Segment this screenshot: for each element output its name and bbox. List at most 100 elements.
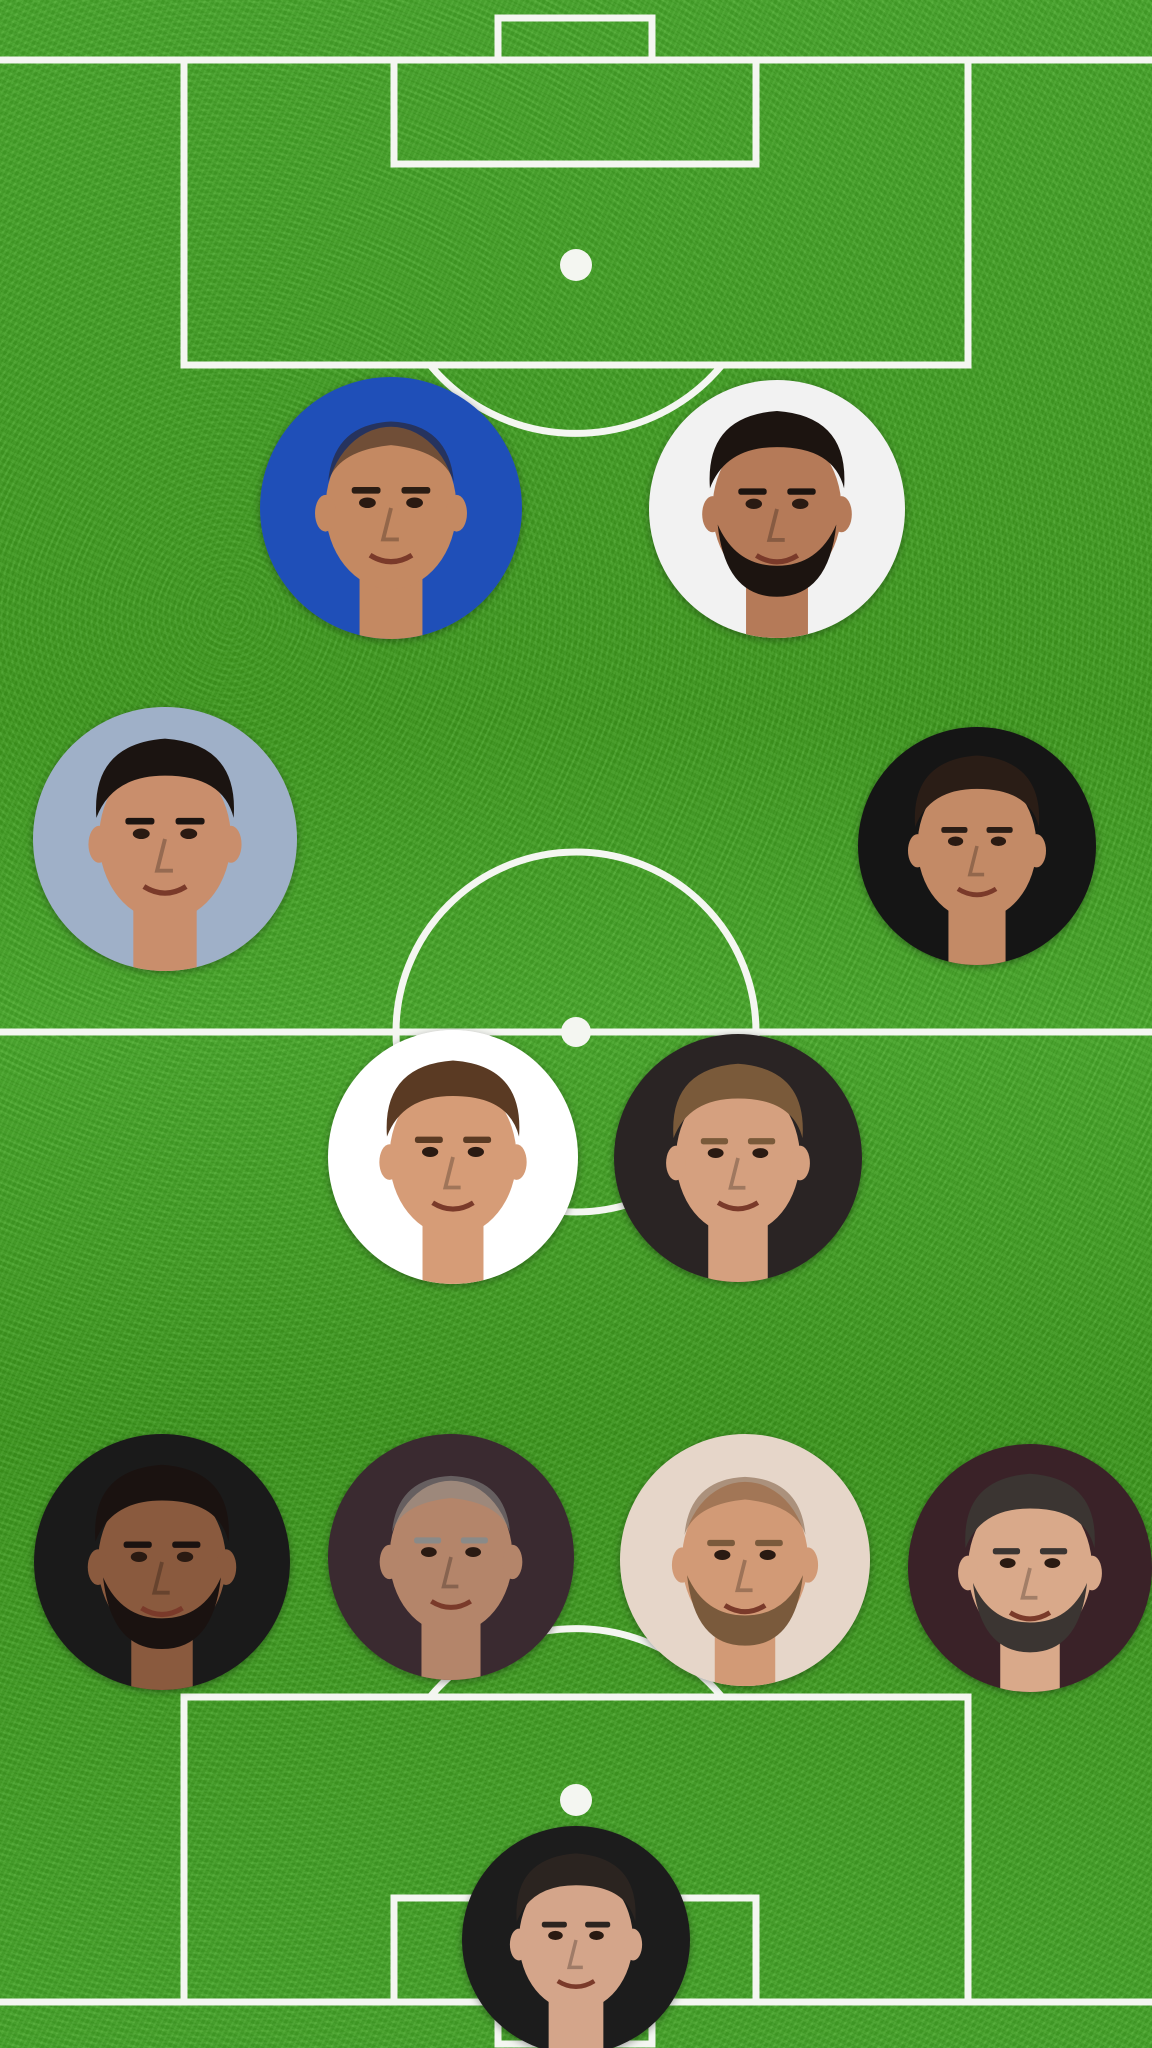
player-photo	[614, 1034, 862, 1282]
eyebrow-right	[747, 1138, 776, 1145]
player-photo	[328, 1434, 574, 1680]
player-forward-right[interactable]	[649, 380, 905, 638]
player-photo	[260, 377, 522, 639]
ear-left	[379, 1544, 400, 1580]
face	[968, 1491, 1092, 1645]
top-goal	[494, 14, 656, 64]
hair	[914, 755, 1040, 827]
nose	[380, 507, 399, 542]
nose	[151, 1561, 170, 1595]
eye-left	[422, 1146, 439, 1157]
ear-left	[958, 1555, 978, 1591]
nose	[728, 1157, 746, 1190]
player-winger-right[interactable]	[858, 727, 1096, 965]
ear-right	[446, 494, 467, 532]
eye-left	[130, 1551, 148, 1562]
hair	[96, 738, 234, 818]
player-photo	[908, 1444, 1152, 1692]
player-center-back-right[interactable]	[620, 1434, 870, 1686]
player-forward-left[interactable]	[260, 377, 522, 639]
eye-left	[999, 1558, 1016, 1568]
beard	[103, 1577, 221, 1650]
ear-left	[88, 825, 110, 863]
ear-right	[623, 1928, 643, 1961]
face	[99, 757, 231, 921]
player-left-back[interactable]	[34, 1434, 290, 1690]
mouth	[956, 886, 998, 898]
mouth	[430, 1599, 472, 1610]
hair	[386, 1060, 520, 1137]
player-midfielder-left[interactable]	[328, 1030, 578, 1284]
eyebrow-left	[351, 487, 381, 494]
player-center-back-left[interactable]	[328, 1434, 574, 1680]
eyebrow-right	[401, 487, 431, 494]
nose	[1020, 1567, 1038, 1600]
eyebrow-right	[585, 1921, 611, 1928]
eye-right	[180, 828, 198, 839]
eye-right	[791, 498, 809, 509]
player-midfielder-right[interactable]	[614, 1034, 862, 1282]
eye-left	[359, 497, 376, 508]
eye-right	[465, 1547, 482, 1557]
eye-left	[947, 836, 964, 846]
eye-right	[406, 497, 423, 508]
mouth	[1008, 1610, 1052, 1622]
eye-right	[176, 1551, 194, 1562]
mouth	[723, 1603, 767, 1615]
eye-left	[745, 498, 763, 509]
ear-left	[379, 1144, 400, 1180]
eyebrow-right	[175, 817, 205, 825]
eyebrow-right	[172, 1541, 201, 1548]
beard	[687, 1575, 803, 1646]
face	[682, 1481, 808, 1639]
mouth	[556, 1979, 596, 1990]
ear-left	[907, 834, 928, 868]
eyebrow-right	[1039, 1548, 1068, 1555]
player-photo	[33, 707, 297, 971]
ear-left	[87, 1549, 109, 1586]
ear-left	[315, 494, 336, 532]
hair	[709, 410, 845, 489]
face	[519, 1869, 633, 2011]
face	[389, 1078, 517, 1236]
hair	[516, 1853, 636, 1922]
face	[676, 1081, 800, 1235]
eyebrow-left	[700, 1138, 729, 1145]
eyebrow-left	[941, 826, 968, 833]
hair	[391, 1475, 511, 1533]
beard	[717, 524, 837, 597]
eyebrow-left	[414, 1537, 442, 1544]
top-penalty-arc	[427, 362, 725, 437]
player-winger-left[interactable]	[33, 707, 297, 971]
ear-right	[506, 1144, 527, 1180]
nose	[442, 1156, 461, 1190]
ear-right	[502, 1544, 523, 1580]
eyebrow-left	[738, 488, 767, 495]
nose	[967, 845, 985, 877]
hair	[684, 1476, 806, 1535]
bottom-penalty-spot	[560, 1784, 592, 1816]
ear-right	[797, 1547, 819, 1583]
eye-right	[589, 1930, 604, 1940]
mouth	[431, 1200, 475, 1212]
eyebrow-left	[123, 1541, 152, 1548]
face	[389, 1480, 513, 1634]
player-photo	[649, 380, 905, 638]
player-goalkeeper[interactable]	[462, 1826, 690, 2048]
top-penalty-spot	[560, 249, 592, 281]
eyebrow-right	[986, 826, 1013, 833]
mouth	[368, 552, 414, 565]
hair	[328, 421, 454, 482]
ear-left	[702, 496, 723, 533]
eye-left	[548, 1930, 563, 1940]
player-right-back[interactable]	[908, 1444, 1152, 1692]
hair	[965, 1473, 1095, 1549]
top-penalty-area	[180, 56, 972, 369]
player-photo	[858, 727, 1096, 965]
player-photo	[620, 1434, 870, 1686]
eyebrow-left	[992, 1548, 1021, 1555]
center-spot	[561, 1017, 591, 1047]
player-photo	[328, 1030, 578, 1284]
ear-right	[220, 825, 242, 863]
